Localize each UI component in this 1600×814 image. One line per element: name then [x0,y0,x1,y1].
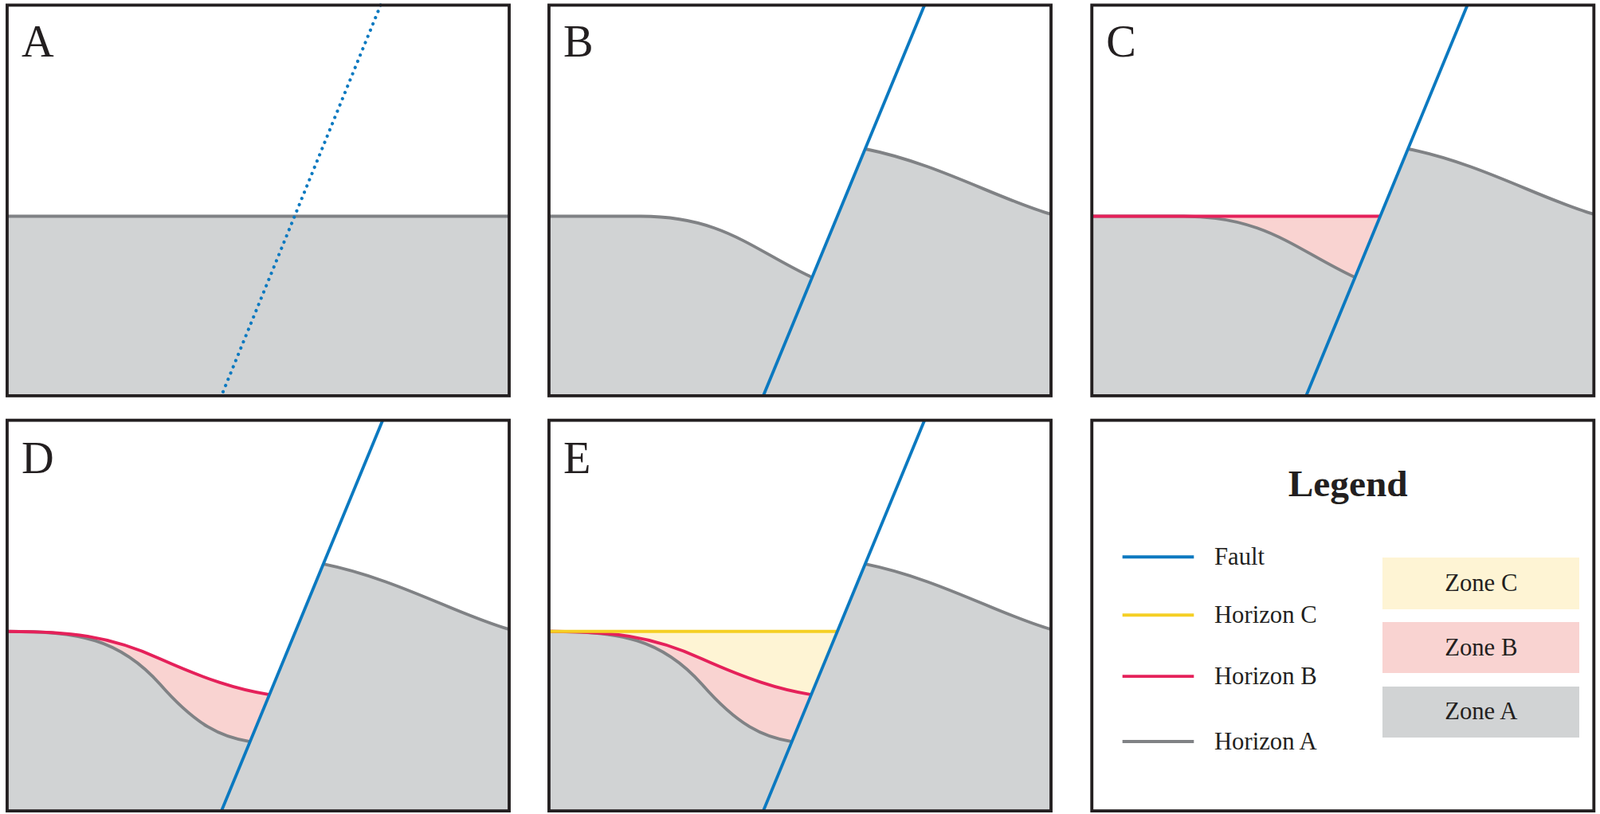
panel-a [7,4,510,396]
zone-b-fill [7,631,270,742]
fault-line [763,4,925,396]
panel-letter: C [1105,19,1137,64]
legend-label: Horizon B [1214,664,1318,690]
horizon-a-line [1091,216,1355,279]
panel-letter: A [21,19,55,64]
panel-letter: D [21,435,55,481]
legend-swatch: Zone B [1382,622,1580,674]
legend-line-sample [1122,555,1195,559]
fault-line [221,420,383,812]
zone-c-fill [549,631,838,695]
future-fault-line [221,4,381,396]
panel-d [7,420,510,812]
panel-frame [7,420,510,812]
horizon-a-line [1407,149,1594,215]
horizon-a-line [7,215,510,219]
horizon-b-line [1091,215,1381,219]
zone-a-fill [763,149,1051,397]
panel-c [1091,4,1594,396]
legend-samples [1122,556,1195,742]
horizon-b-line [549,631,812,695]
horizon-a-line [323,564,510,630]
panel-b [549,4,1051,396]
legend-label: Zone C [1444,571,1518,597]
zone-b-fill [1091,216,1381,279]
legend-panel [1091,420,1594,812]
panel-letter: E [563,435,591,481]
panel-frame [7,4,510,396]
panel-frame [549,420,1051,812]
legend-label: Fault [1214,545,1265,570]
horizon-c-line [549,630,838,634]
legend-label: Zone B [1444,635,1518,661]
horizon-a-line [865,564,1051,630]
panel-frame [549,4,1051,396]
panel-frame [1091,4,1594,396]
legend-line-sample [1122,740,1195,744]
horizon-b-line [7,631,270,695]
panel-ground [549,4,1051,396]
zone-a-fill [221,564,510,812]
legend-label: Horizon A [1214,729,1318,755]
legend-title: Legend [1288,465,1408,503]
legend-line-sample [1122,613,1195,617]
horizon-a-line [549,216,812,279]
horizon-a-line [865,149,1051,215]
panel-ground [7,4,510,396]
panel-ground [7,420,510,812]
legend-label: Horizon C [1214,603,1318,628]
panel-ground [549,420,1051,812]
panel-frame [1091,420,1594,812]
panel-letter: B [563,19,594,64]
fault-line [1305,4,1467,396]
fault-line [763,420,925,812]
legend-label: Zone A [1444,699,1518,725]
panel-e [549,420,1051,812]
panel-ground [1091,4,1594,396]
legend-swatch: Zone C [1382,557,1580,609]
legend-swatch: Zone A [1382,686,1580,738]
legend-line-sample [1122,674,1195,679]
